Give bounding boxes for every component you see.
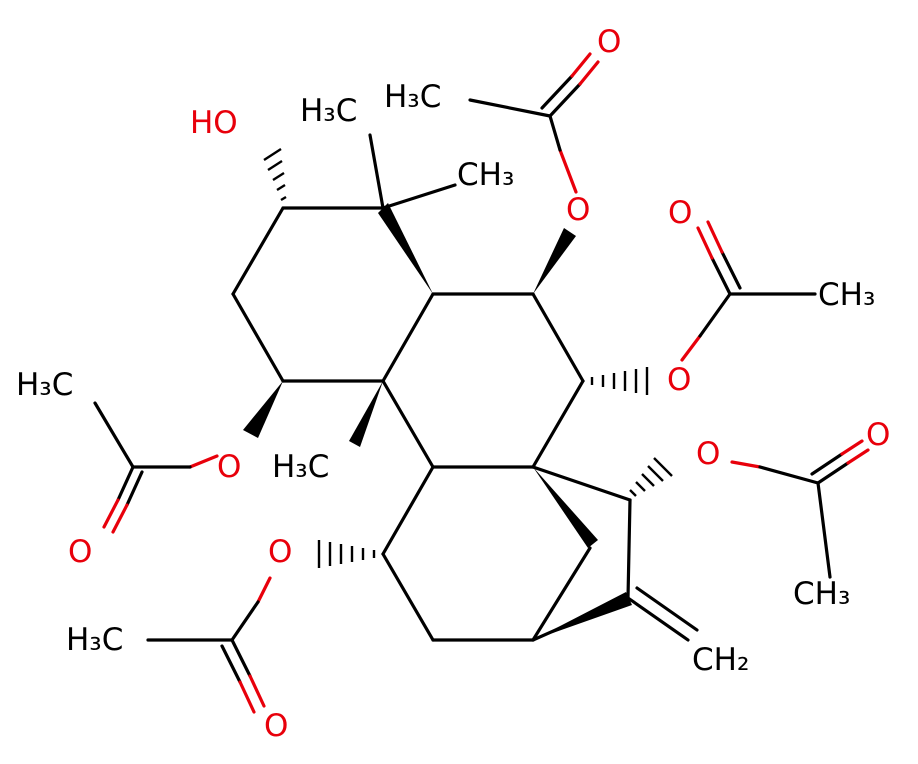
methyl-label-acetyl-c1: H₃C	[16, 367, 73, 403]
oxygen-label-carbonyl-c7: O	[668, 195, 692, 231]
methyl-label-acetyl-c11: H₃C	[66, 622, 123, 658]
methyl-label-gem-a: H₃C	[300, 93, 357, 129]
oxygen-label-ester-c14: O	[696, 436, 720, 472]
methyl-label-acetyl-c7: CH₃	[818, 277, 875, 313]
oxygen-label-carbonyl-c11: O	[264, 708, 288, 744]
methyl-label-gem-b: CH₃	[457, 157, 514, 193]
oxygen-label-ester-c6: O	[566, 192, 590, 228]
oxygen-label-carbonyl-c1: O	[68, 534, 92, 570]
methyl-label-acetyl-top: H₃C	[384, 79, 441, 115]
methyl-label-angular: H₃C	[272, 449, 329, 485]
stereo-bonds	[243, 147, 673, 640]
methylene-label: CH₂	[692, 642, 749, 678]
hydroxyl-label: HO	[190, 105, 238, 141]
atom-labels: HO O O O O O O O O O O H₃C CH₃ H₃C CH₃ C…	[16, 24, 890, 744]
skeleton-bonds	[231, 133, 699, 642]
oxygen-label-ester-c1: O	[217, 449, 241, 485]
oxygen-label-carbonyl-c6: O	[597, 24, 621, 60]
methyl-label-acetyl-c14: CH₃	[793, 576, 850, 612]
acetate-bonds	[93, 52, 870, 714]
oxygen-label-ester-c7: O	[667, 362, 691, 398]
oxygen-label-carbonyl-c14: O	[866, 417, 890, 453]
oxygen-label-ester-c11: O	[268, 534, 292, 570]
